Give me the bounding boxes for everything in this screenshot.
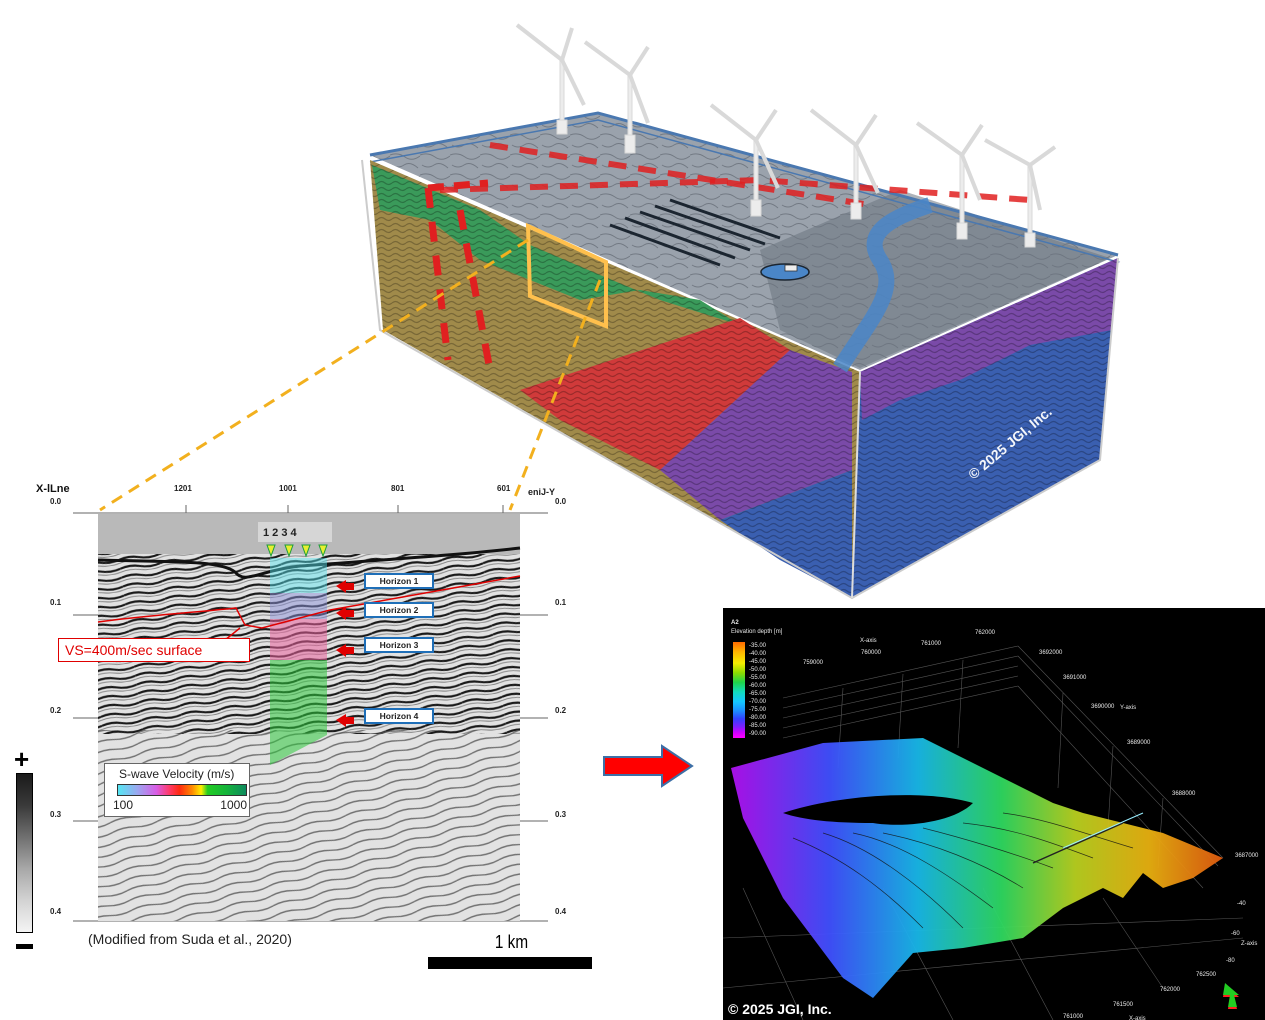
block-diagram-illustration	[99, 23, 1121, 600]
cb-tick: -55.00	[749, 675, 767, 681]
cb-tick: -75.00	[749, 707, 767, 713]
x-tick-top: 761000	[921, 641, 942, 647]
y-tick-left-0: 0.0	[50, 497, 62, 506]
surface-3d-panel: A2 Elevation depth [m] -35.00 -40.00 -45…	[723, 608, 1265, 1020]
y-tick: 3691000	[1063, 675, 1087, 681]
horizon-4-label: Horizon 4	[364, 708, 434, 724]
cb-tick: -70.00	[749, 699, 767, 705]
well-labels: 1 2 3 4	[263, 527, 298, 539]
amplitude-plus-icon: +	[14, 744, 30, 774]
y-tick-right-0: 0.0	[555, 497, 567, 506]
x-axis-label-top: X-axis	[860, 638, 877, 644]
velocity-legend-title: S-wave Velocity (m/s)	[119, 767, 235, 781]
block-diagram: © 2025 JGI, Inc.	[99, 23, 1121, 600]
horizon-1-label: Horizon 1	[364, 573, 434, 589]
cb-tick: -80.00	[749, 715, 767, 721]
x-tick-601: 601	[497, 484, 511, 493]
x-tick-1001: 1001	[279, 484, 297, 493]
x-axis-title: X-lLne	[36, 483, 70, 495]
y-tick-left-2: 0.2	[50, 706, 62, 715]
seismic-section-image: 1 2 3 4	[73, 505, 548, 922]
cb-tick: -40.00	[749, 651, 767, 657]
y-tick-left-3: 0.3	[50, 810, 62, 819]
horizon-3-label: Horizon 3	[364, 637, 434, 653]
x-tick-top: 760000	[861, 650, 882, 656]
elevation-colorbar	[733, 642, 745, 738]
y-tick: 3689000	[1127, 740, 1151, 746]
y-tick: 3692000	[1039, 650, 1063, 656]
velocity-colorbar	[117, 784, 247, 796]
surface-title: A2	[731, 620, 739, 626]
cb-tick: -90.00	[749, 731, 767, 737]
colorbar-title: Elevation depth [m]	[731, 629, 783, 635]
right-axis-title: eniJ-Y	[528, 487, 556, 497]
x-tick-bottom: 761000	[1063, 1014, 1084, 1020]
y-axis-label: Y-axis	[1120, 705, 1137, 711]
z-axis-label: Z-axis	[1241, 941, 1258, 947]
right-arrow-icon	[603, 744, 694, 788]
velocity-max: 1000	[220, 798, 247, 812]
cb-tick: -45.00	[749, 659, 767, 665]
x-tick-bottom: 761500	[1113, 1002, 1134, 1008]
amplitude-minus-icon	[16, 944, 33, 949]
z-tick: -80	[1226, 958, 1235, 964]
y-tick-left-1: 0.1	[50, 598, 62, 607]
x-tick-top: 762000	[975, 630, 996, 636]
cb-tick: -35.00	[749, 643, 767, 649]
surface-3d-plot	[723, 645, 1244, 1020]
cb-tick: -60.00	[749, 683, 767, 689]
x-tick-801: 801	[391, 484, 405, 493]
y-tick: 3688000	[1172, 791, 1196, 797]
x-tick-top: 759000	[803, 660, 824, 666]
x-tick-bottom: 762000	[1160, 987, 1181, 993]
x-tick-1201: 1201	[174, 484, 192, 493]
orientation-arrow-icon	[1223, 983, 1239, 1009]
y-tick-right-1: 0.1	[555, 598, 567, 607]
velocity-min: 100	[113, 798, 134, 812]
cb-tick: -50.00	[749, 667, 767, 673]
y-tick-right-2: 0.2	[555, 706, 567, 715]
velocity-legend: S-wave Velocity (m/s) 100 1000	[104, 763, 250, 817]
z-tick: -40	[1237, 901, 1246, 907]
y-tick: 3687000	[1235, 853, 1259, 859]
source-caption: (Modified from Suda et al., 2020)	[88, 931, 292, 947]
y-tick-right-4: 0.4	[555, 907, 567, 916]
x-axis-label-bottom: X-axis	[1129, 1016, 1146, 1020]
surface-copyright: © 2025 JGI, Inc.	[728, 1001, 832, 1017]
horizon-2-label: Horizon 2	[364, 602, 434, 618]
cb-tick: -85.00	[749, 723, 767, 729]
x-tick-bottom: 762500	[1196, 972, 1217, 978]
scale-bar	[428, 957, 592, 969]
cb-tick: -65.00	[749, 691, 767, 697]
z-tick: -60	[1231, 931, 1240, 937]
scale-bar-label: 1 km	[494, 932, 529, 952]
y-tick-right-3: 0.3	[555, 810, 567, 819]
y-tick: 3690000	[1091, 704, 1115, 710]
vs-surface-label: VS=400m/sec surface	[58, 638, 250, 662]
y-tick-left-4: 0.4	[50, 907, 62, 916]
amplitude-colorbar	[16, 773, 33, 933]
